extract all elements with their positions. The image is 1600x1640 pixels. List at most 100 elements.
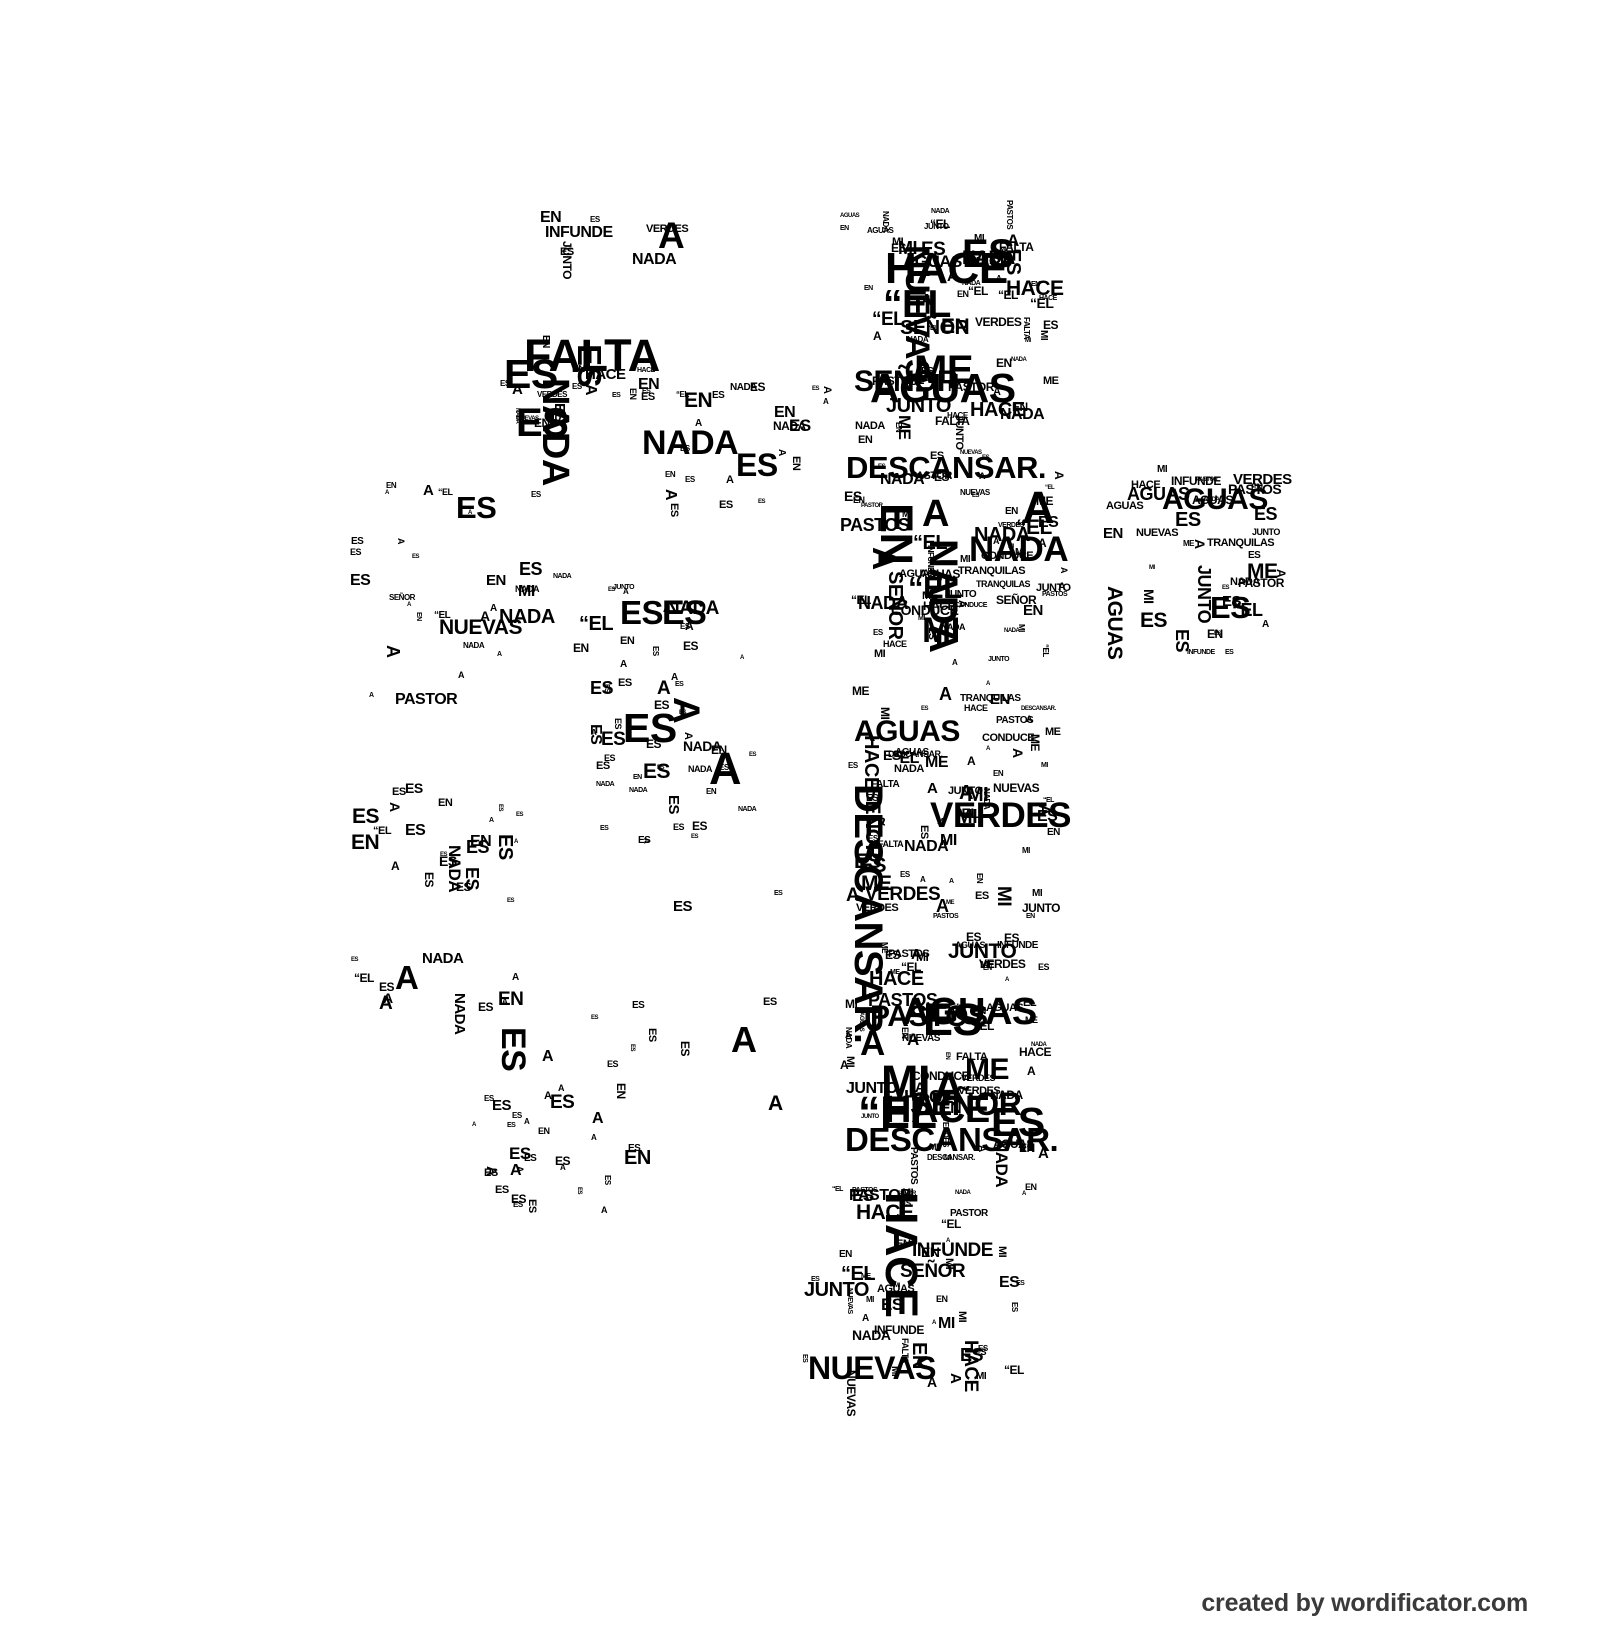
word-token: NADA	[969, 530, 1069, 569]
word-token: ME	[1247, 560, 1278, 583]
word-token: ES	[422, 872, 436, 888]
word-token: A	[601, 1205, 608, 1215]
word-token: A	[383, 645, 403, 658]
word-token: HACE	[637, 367, 655, 374]
word-token: FALTA	[1022, 317, 1031, 340]
word-token: ES	[900, 870, 910, 879]
word-token: NADA	[1011, 357, 1027, 363]
word-token: VERDES	[979, 957, 1026, 971]
word-token: MI	[1000, 247, 1006, 253]
word-token: ES	[1140, 609, 1168, 632]
word-token: MI	[1149, 565, 1155, 571]
word-token: “EL	[438, 487, 453, 497]
word-token: JUNTO	[948, 940, 1017, 963]
word-token: ES	[966, 930, 982, 944]
word-token: A	[512, 381, 523, 398]
word-token: A	[560, 1163, 566, 1172]
word-token: ES	[350, 547, 362, 557]
word-token: A	[1038, 536, 1047, 550]
word-token: MI	[878, 707, 892, 720]
word-token: JUNTO	[613, 584, 635, 591]
word-token: FALTA	[524, 330, 660, 381]
word-token: ME	[1183, 539, 1195, 548]
word-token: ES	[591, 1015, 599, 1021]
word-token: SEÑOR	[389, 593, 415, 602]
word-token: A	[512, 972, 519, 983]
word-token: ES	[934, 470, 950, 484]
word-token: ES	[516, 401, 569, 445]
word-token: ES	[881, 1295, 903, 1314]
word-token: A	[1035, 804, 1054, 816]
word-token: EN	[706, 787, 717, 796]
word-token: ES	[1222, 585, 1230, 591]
word-token: MI	[1025, 338, 1031, 344]
word-token: AGUAS	[993, 1137, 1034, 1151]
word-token: ME	[880, 942, 889, 953]
word-token: ES	[646, 1028, 658, 1042]
word-token: EN	[1019, 1141, 1035, 1155]
word-token: A	[936, 896, 949, 916]
word-token: EN	[470, 833, 492, 850]
word-token: A	[846, 885, 860, 906]
word-token: NUEVAS	[517, 416, 539, 422]
word-token: A	[823, 397, 829, 406]
word-token: MI	[956, 1311, 968, 1323]
word-token: MI	[892, 236, 904, 248]
word-token: EN	[1031, 281, 1040, 288]
word-token: ES	[848, 761, 858, 770]
word-token: A	[468, 510, 472, 516]
word-token: ES	[638, 835, 651, 846]
word-token: EN	[1023, 602, 1043, 619]
word-token: CONDUCE	[982, 732, 1035, 744]
word-token: CONDUCE	[955, 602, 987, 609]
word-token: MI	[1041, 762, 1048, 769]
word-token: ES	[801, 1354, 808, 1363]
word-token: HACE	[1131, 479, 1161, 491]
word-token: JUNTO	[988, 656, 1010, 663]
word-token: NADA	[858, 593, 909, 613]
word-token: ES	[456, 490, 497, 525]
word-token: EN	[711, 743, 727, 757]
word-token: EN	[638, 376, 660, 393]
word-token: ES	[623, 705, 677, 751]
word-token: HACE	[904, 1087, 954, 1107]
word-token: MI	[940, 832, 957, 849]
word-token: MI	[902, 509, 912, 519]
word-token: A	[1010, 748, 1026, 758]
word-token: NADA	[907, 335, 929, 344]
word-token: ES	[500, 379, 510, 388]
word-token: ES	[504, 351, 558, 397]
word-token: EN	[1103, 525, 1123, 542]
word-token: JUNTO	[804, 1279, 869, 1301]
word-token: ES	[1222, 593, 1242, 610]
word-token: ES	[596, 760, 610, 772]
word-token: FALTA	[956, 1051, 988, 1063]
word-token: ES	[975, 1347, 987, 1357]
word-token: ES	[484, 1167, 498, 1179]
word-token: ES	[878, 464, 886, 470]
word-token: ES	[494, 834, 516, 860]
word-token: VERDES	[975, 315, 1022, 329]
word-token: EN	[896, 1238, 911, 1250]
word-token: INFUNDE	[1187, 649, 1215, 656]
word-token: A	[933, 1064, 964, 1112]
word-token: ME	[1025, 1015, 1038, 1025]
word-token: A	[524, 1117, 530, 1126]
word-token: EN	[498, 989, 524, 1010]
word-token: PASTOR	[948, 380, 994, 394]
word-token: A	[1022, 1191, 1026, 1197]
word-token: A	[967, 754, 976, 768]
word-token: JUNTO	[945, 589, 977, 600]
word-token: A	[959, 782, 973, 804]
word-token: AGUAS	[1103, 586, 1126, 660]
word-token: MI	[944, 1155, 951, 1162]
word-token: PASTOS	[868, 990, 938, 1010]
word-token: ES	[590, 678, 614, 698]
word-token: FALTA	[900, 1338, 910, 1364]
word-token: “EL	[968, 284, 988, 298]
word-token: MI	[898, 238, 918, 258]
word-token: ES	[613, 718, 623, 730]
word-token: PASTOR	[910, 470, 952, 482]
word-token: JUNTO	[948, 785, 983, 797]
word-token: ME	[895, 415, 914, 440]
